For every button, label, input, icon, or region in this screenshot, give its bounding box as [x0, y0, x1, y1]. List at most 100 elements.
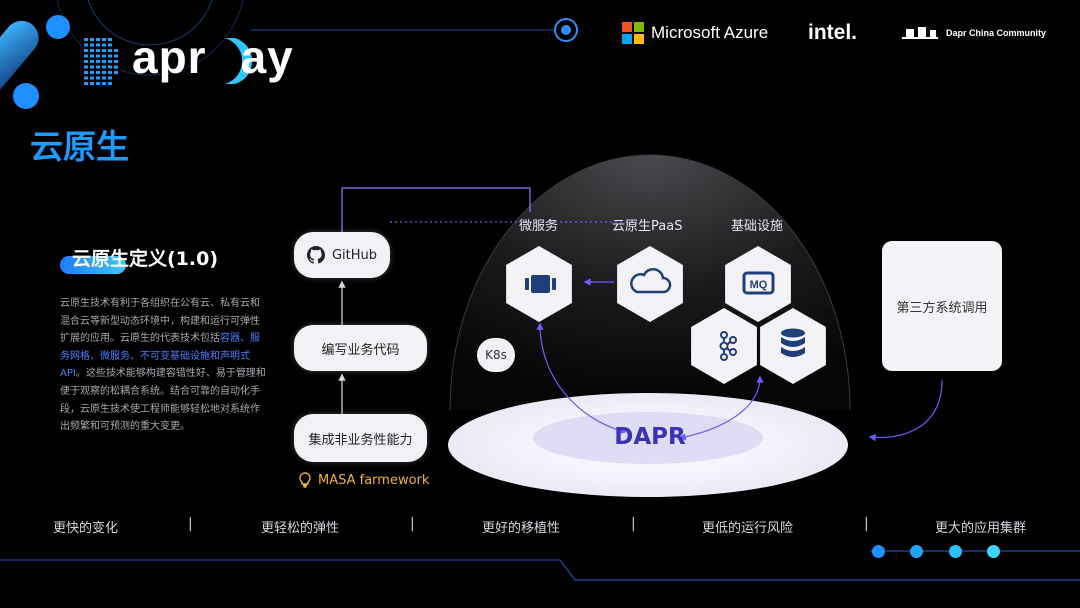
- definition-title: 云原生定义(1.0): [72, 248, 219, 270]
- decor-dot: [949, 545, 962, 558]
- logo-dot: [108, 65, 112, 69]
- label-microservices: 微服务: [519, 219, 559, 234]
- separator: |: [410, 516, 415, 532]
- logo-dot: [108, 38, 112, 41]
- logo-dot: [108, 76, 112, 80]
- logo-dot: [102, 71, 106, 74]
- svg-text:MQ: MQ: [750, 279, 768, 291]
- sponsor-azure-label: Microsoft Azure: [651, 23, 769, 42]
- logo-dot: [84, 65, 88, 69]
- logo-dot: [96, 49, 100, 52]
- logo-dot: [90, 54, 94, 58]
- logo-dot: [102, 54, 106, 58]
- definition-title-highlight: [60, 256, 126, 274]
- microsoft-logo-icon: [622, 22, 644, 44]
- logo-dot: [96, 38, 100, 41]
- database-icon: [781, 328, 805, 357]
- logo-dot: [102, 38, 106, 41]
- logo-dot: [96, 65, 100, 69]
- sponsor-intel: intel.: [808, 18, 857, 48]
- separator: |: [188, 516, 193, 532]
- logo-dot: [90, 38, 94, 41]
- decor-dot: [910, 545, 923, 558]
- separator: |: [864, 516, 869, 532]
- logo-dot: [84, 49, 88, 52]
- definition-body-part2: 。这些技术能够构建容错性好、易于管理和便于观察的松耦合系统。结合可靠的自动化手段…: [60, 368, 266, 433]
- logo-dot: [84, 76, 88, 80]
- logo-dot: [102, 43, 106, 47]
- logo-dot: [96, 71, 100, 74]
- benefit-item: 更大的应用集群: [935, 521, 1027, 536]
- hex-group: [506, 246, 826, 384]
- logo-dot: [108, 82, 112, 85]
- definition-body-part1: 云原生技术有利于各组织在公有云、私有云和混合云等新型动态环境中，构建和运行可弹性…: [60, 298, 260, 345]
- logo-dot: [108, 54, 112, 58]
- logo-dot: [90, 76, 94, 80]
- logo-d-mark: [84, 38, 253, 85]
- logo-dot: [114, 49, 118, 52]
- logo-dot: [108, 49, 112, 52]
- logo-dot: [108, 71, 112, 74]
- write-code-pill: 编写业务代码: [294, 325, 427, 371]
- logo-dot: [90, 82, 94, 85]
- community-logo-icon: [902, 27, 938, 39]
- benefit-item: 更轻松的弹性: [261, 521, 340, 536]
- github-pill: GitHub: [294, 232, 390, 278]
- github-label: GitHub: [331, 247, 378, 263]
- logo-dot: [108, 43, 112, 47]
- logo-dot: [96, 76, 100, 80]
- masa-text: MASA farmework: [318, 472, 430, 488]
- sponsor-azure: Microsoft Azure: [622, 18, 768, 48]
- microservice-icon: [525, 275, 556, 293]
- sponsor-intel-label: intel.: [808, 21, 858, 44]
- logo-dot: [84, 43, 88, 47]
- page-title: 云原生: [30, 127, 129, 166]
- logo-dot: [102, 49, 106, 52]
- logo-dot: [90, 43, 94, 47]
- logo-text-apr: apr: [132, 31, 207, 83]
- integrate-pill: 集成非业务性能力: [294, 414, 427, 462]
- logo-dot: [84, 54, 88, 58]
- definition-body: 云原生技术有利于各组织在公有云、私有云和混合云等新型动态环境中，构建和运行可弹性…: [60, 295, 266, 436]
- logo-text-ay: ay: [240, 31, 294, 83]
- benefit-item: 更快的变化: [53, 521, 119, 536]
- dapr-label: DAPR: [614, 424, 686, 450]
- mq-icon: MQ: [742, 271, 775, 295]
- logo-dot: [96, 60, 100, 63]
- logo-dot: [102, 82, 106, 85]
- k8s-badge: K8s: [477, 338, 515, 372]
- logo-dot: [90, 60, 94, 63]
- benefit-item: 更低的运行风险: [702, 521, 794, 536]
- logo-dot: [84, 71, 88, 74]
- kafka-icon: [719, 331, 737, 361]
- logo-dot: [84, 60, 88, 63]
- bottom-decoration: [0, 550, 1080, 581]
- logo-dot: [114, 71, 118, 74]
- sponsor-community: Dapr China Community: [900, 18, 1046, 48]
- logo-dot: [90, 65, 94, 69]
- logo-dot: [96, 43, 100, 47]
- logo-dot: [114, 65, 118, 69]
- logo-dot: [114, 54, 118, 58]
- logo-dot: [96, 54, 100, 58]
- logo-dot: [102, 60, 106, 63]
- sponsor-community-label: Dapr China Community: [946, 28, 1047, 38]
- cloud-icon: [630, 268, 672, 294]
- github-icon: [306, 246, 325, 264]
- flow-connectors: [338, 187, 640, 414]
- logo-dot: [102, 65, 106, 69]
- decor-dot: [872, 545, 885, 558]
- definition-body-highlight: 容器、服务网格、微服务、不可变基础设施和声明式API: [60, 333, 260, 380]
- logo-dot: [96, 82, 100, 85]
- logo-dot: [84, 82, 88, 85]
- logo-dot: [90, 71, 94, 74]
- third-party-box: 第三方系统调用: [882, 241, 1002, 371]
- lightbulb-icon: [299, 472, 311, 488]
- label-cloud-paas: 云原生PaaS: [612, 219, 683, 234]
- masa-label: MASA farmework: [298, 472, 429, 488]
- logo-dot: [90, 49, 94, 52]
- logo-dot: [84, 38, 88, 41]
- label-infrastructure: 基础设施: [731, 219, 784, 234]
